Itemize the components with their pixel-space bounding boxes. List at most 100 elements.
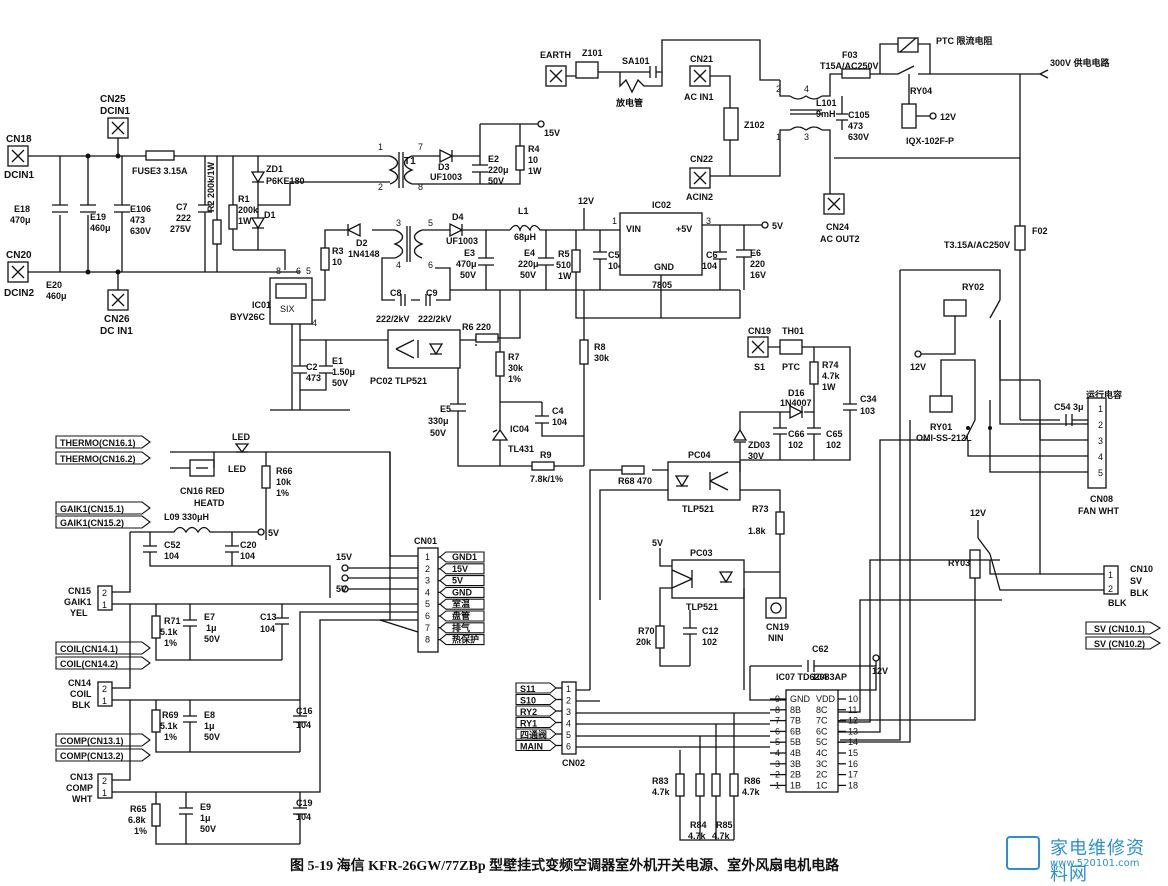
cn02-signal-label: MAIN — [520, 742, 543, 752]
zd03-value: 30V — [748, 451, 764, 461]
feedback-winding: 3 5 4 6 D2 1N4148 R3 10 C8 222/2kV C9 22… — [310, 196, 740, 324]
r1-value: 200k — [238, 205, 259, 215]
cn02-signal-flag — [515, 716, 557, 729]
c7-value: 222 — [176, 213, 191, 223]
svg-text:3: 3 — [706, 216, 711, 226]
cn10-label: CN10 — [1130, 564, 1153, 574]
svg-text:LED: LED — [232, 432, 251, 442]
comp-cn13-1-flag — [55, 733, 151, 747]
cn01-signal-label: 排气 — [452, 622, 470, 633]
cn15-name: GAIK1 — [64, 597, 92, 607]
cn14-label: CN14 — [68, 678, 91, 688]
ic07-right-pin-name: 1C — [816, 780, 828, 790]
r71-label: R71 — [164, 616, 181, 626]
r66-tol: 1% — [276, 488, 289, 498]
svg-text:2: 2 — [1108, 584, 1113, 594]
c8-label: C8 — [390, 288, 402, 298]
l1-label: L1 — [518, 206, 529, 216]
svg-text:8: 8 — [418, 182, 423, 192]
cn01-signal-flag — [439, 598, 485, 610]
ic07-right-pin-name: 6C — [816, 726, 828, 736]
r7-tol: 1% — [508, 374, 521, 384]
nin-label: NIN — [768, 633, 784, 643]
cn01-pin: 2 — [425, 564, 430, 574]
cn02-pin: 3 — [566, 707, 571, 717]
r65-value: 6.8k — [128, 815, 147, 825]
svg-text:THERMO(CN16.1): THERMO(CN16.1) — [60, 438, 136, 448]
f03-label: F03 — [842, 50, 858, 60]
c12-label: C12 — [702, 626, 719, 636]
cn16-label: CN16 RED — [180, 486, 225, 496]
svg-text:1: 1 — [378, 142, 383, 152]
c7-voltage: 275V — [170, 224, 191, 234]
sv-cn10-1-flag — [1085, 621, 1162, 635]
svg-text:COIL(CN14.1): COIL(CN14.1) — [60, 644, 118, 654]
zd1-label: ZD1 — [266, 164, 283, 174]
cn02-pin: 5 — [566, 730, 571, 740]
svg-text:4: 4 — [312, 318, 317, 328]
c52-label: C52 — [164, 540, 181, 550]
c5-label: C5 — [608, 250, 620, 260]
r83-label: R83 — [652, 776, 669, 786]
cn02-pin: 4 — [566, 719, 571, 729]
e3-voltage: 50V — [460, 270, 476, 280]
svg-text:1: 1 — [102, 600, 107, 610]
d2-value: 1N4148 — [348, 249, 380, 259]
r83-value: 4.7k — [652, 787, 671, 797]
ic02-part: 7805 — [652, 280, 672, 290]
ic01-part: BYV26C — [230, 312, 266, 322]
svg-text:1: 1 — [776, 132, 781, 142]
fan-wht-label: FAN WHT — [1078, 506, 1119, 516]
e19-value: 460μ — [90, 223, 111, 233]
cn01-signal-label: 热保护 — [452, 634, 479, 645]
acin1-label: AC IN1 — [684, 92, 714, 102]
r71-tol: 1% — [164, 638, 177, 648]
ry02-label: RY02 — [962, 282, 984, 292]
r74-power: 1W — [822, 382, 836, 392]
e9-voltage: 50V — [200, 824, 216, 834]
r5-label: R5 — [558, 249, 570, 259]
coil-cn14-1-flag — [55, 641, 151, 655]
acout2-label: AC OUT2 — [820, 234, 860, 244]
svg-text:2: 2 — [378, 182, 383, 192]
cn01-signal-label: 5V — [452, 576, 463, 586]
e19-label: E19 — [90, 212, 106, 222]
ic07-left-pin-name: 5B — [790, 737, 801, 747]
gaik1-cn15-2-flag — [55, 515, 151, 529]
r85-label: R85 — [716, 820, 733, 830]
l101-value: 9mH — [816, 109, 836, 119]
fan-relay-section: RY02 12V RY01 OMI-SS-212L 运行电容 C54 3μ 1 … — [840, 269, 1162, 741]
svg-text:5: 5 — [306, 266, 311, 276]
r69-label: R69 — [162, 710, 179, 720]
dcin1c-label: DC IN1 — [100, 326, 133, 337]
e9-label: E9 — [200, 802, 211, 812]
svg-text:6: 6 — [296, 266, 301, 276]
cn19b-label: CN19 — [766, 622, 789, 632]
tl431-label: TL431 — [508, 444, 534, 454]
svg-text:2: 2 — [1098, 420, 1103, 430]
pc04-optocoupler — [667, 461, 741, 501]
svg-text:4: 4 — [804, 84, 809, 94]
r85-value: 4.7k — [712, 831, 731, 841]
cn08-connector — [1087, 397, 1107, 489]
cn01-signal-label: GND — [452, 587, 473, 597]
svg-text:SV (CN10.1): SV (CN10.1) — [1094, 624, 1145, 634]
e8-value: 1μ — [204, 721, 215, 731]
e6-value: 220 — [750, 259, 765, 269]
cn02-signal-flag — [515, 728, 557, 740]
e4-value: 220μ — [518, 259, 539, 269]
ic07-right-pin-name: 7C — [816, 716, 828, 726]
e7-label: E7 — [204, 612, 215, 622]
v15b-label: 15V — [336, 552, 352, 562]
pc02-label: PC02 TLP521 — [370, 376, 427, 386]
c66-label: C66 — [788, 429, 805, 439]
svg-text:1: 1 — [612, 216, 617, 226]
gaik1-cn15-1-flag — [55, 501, 151, 515]
coil-cn14-2-flag — [55, 656, 151, 670]
t1-label: T1 — [404, 156, 416, 167]
c8-value: 222/2kV — [376, 314, 410, 324]
r7-label: R7 — [508, 352, 520, 362]
svg-text:2: 2 — [102, 776, 107, 786]
r5-power: 1W — [558, 271, 572, 281]
